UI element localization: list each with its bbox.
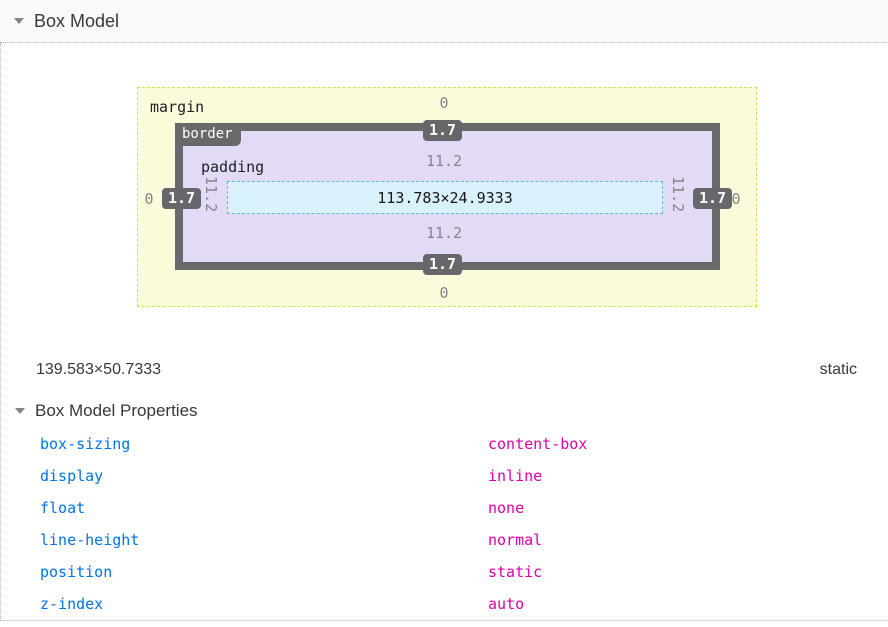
- border-bottom-value[interactable]: 1.7: [423, 254, 463, 275]
- margin-left-value[interactable]: 0: [144, 190, 154, 208]
- property-row: line-height normal: [0, 525, 888, 557]
- property-name: float: [40, 499, 86, 517]
- padding-top-value[interactable]: 11.2: [425, 152, 463, 170]
- chevron-down-icon[interactable]: [13, 17, 25, 25]
- section-title: Box Model: [34, 10, 120, 31]
- border-right-value[interactable]: 1.7: [693, 188, 733, 209]
- content-dimensions[interactable]: 113.783×24.9333: [377, 188, 513, 207]
- padding-right-value[interactable]: 11.2: [669, 176, 687, 213]
- element-dimensions: 139.583×50.7333: [36, 361, 162, 378]
- panel-border: [0, 43, 888, 621]
- margin-top-value[interactable]: 0: [439, 94, 449, 112]
- margin-right-value[interactable]: 0: [731, 190, 741, 208]
- property-value: none: [488, 499, 525, 517]
- property-row: float none: [0, 493, 888, 525]
- border-top-value[interactable]: 1.7: [423, 120, 463, 141]
- border-left-value[interactable]: 1.7: [162, 188, 202, 209]
- property-value: normal: [488, 531, 543, 549]
- element-position: static: [819, 361, 857, 378]
- property-name: display: [40, 467, 104, 485]
- padding-bottom-value[interactable]: 11.2: [425, 224, 463, 242]
- box-model-properties-header[interactable]: Box Model Properties: [0, 398, 888, 424]
- padding-left-value[interactable]: 11.2: [202, 176, 220, 213]
- section-title: Box Model Properties: [35, 401, 198, 420]
- property-row: z-index auto: [0, 589, 888, 621]
- border-label: border: [175, 124, 241, 146]
- property-value: content-box: [488, 435, 588, 453]
- box-model-section-header[interactable]: Box Model: [0, 0, 888, 43]
- properties-list: box-sizing content-box display inline fl…: [0, 429, 888, 621]
- property-name: box-sizing: [40, 435, 131, 453]
- property-value: inline: [488, 467, 543, 485]
- property-value: static: [488, 563, 543, 581]
- property-row: box-sizing content-box: [0, 429, 888, 461]
- margin-bottom-value[interactable]: 0: [439, 284, 449, 302]
- property-row: display inline: [0, 461, 888, 493]
- chevron-down-icon[interactable]: [14, 407, 26, 415]
- property-value: auto: [488, 595, 525, 613]
- property-name: z-index: [40, 595, 104, 613]
- property-name: line-height: [40, 531, 140, 549]
- property-row: position static: [0, 557, 888, 589]
- property-name: position: [40, 563, 113, 581]
- margin-label: margin: [150, 98, 205, 116]
- content-region[interactable]: 113.783×24.9333: [227, 181, 663, 214]
- padding-label: padding: [201, 158, 265, 176]
